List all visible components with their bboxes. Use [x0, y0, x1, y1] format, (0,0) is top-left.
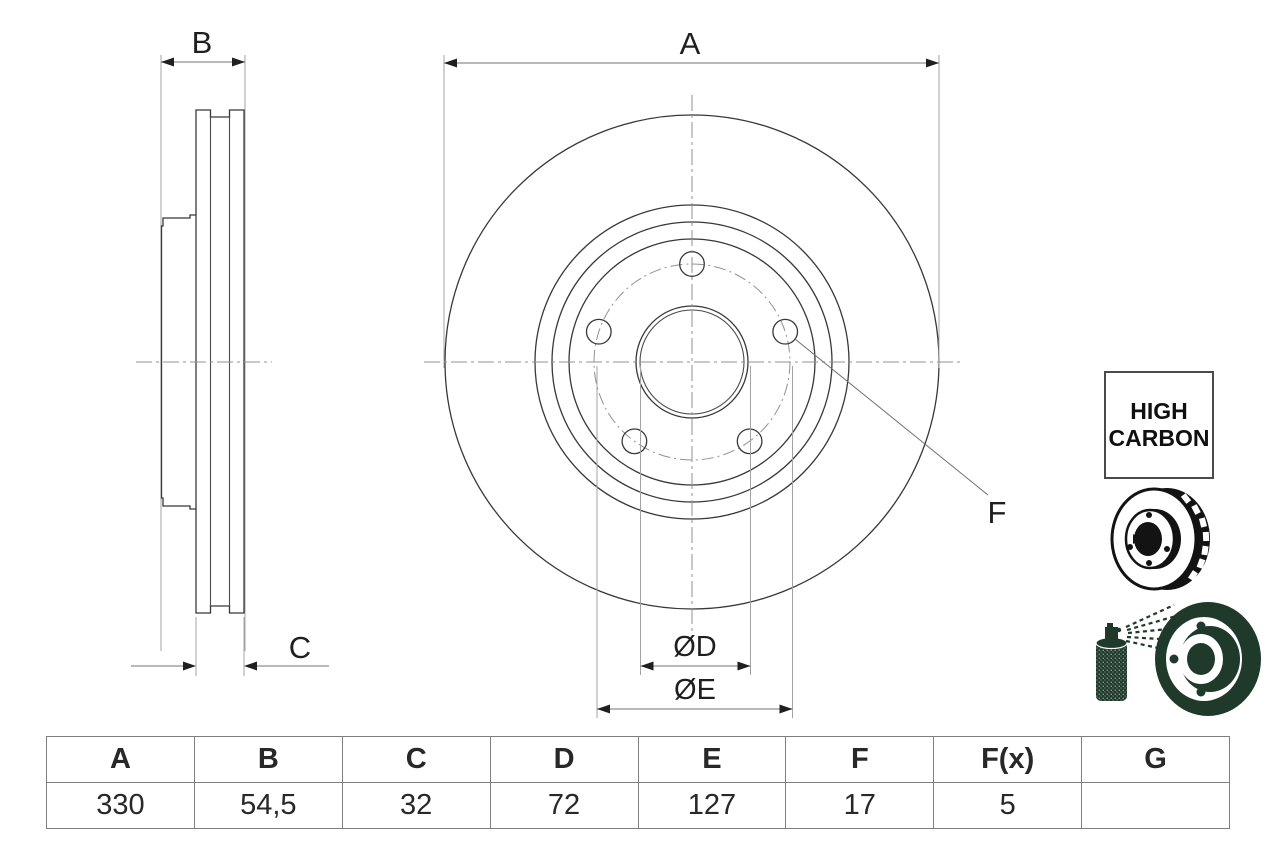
- side-view: [136, 55, 272, 651]
- table-header-cell: F: [785, 736, 935, 783]
- table-header-cell: B: [193, 736, 343, 783]
- dim-c-label: C: [289, 630, 311, 665]
- spray-can: [1095, 623, 1128, 701]
- table-header-cell: A: [46, 736, 195, 783]
- coated-disc: [1155, 602, 1261, 716]
- vented-brake-disc-icon: [1110, 487, 1210, 591]
- spray-mist: [1125, 604, 1179, 653]
- table-header-cell: E: [637, 736, 787, 783]
- bolt-hole: [621, 428, 648, 455]
- brake-disc-technical-drawing: B C: [131, 25, 1007, 718]
- table-value-cell: 17: [785, 782, 935, 829]
- table-header-cell: F(x): [933, 736, 1083, 783]
- table-header-cell: C: [341, 736, 491, 783]
- bolt-hole: [736, 428, 763, 455]
- table-value-cell: 5: [933, 782, 1083, 829]
- table-header-row: A B C D E F F(x) G: [46, 736, 1230, 783]
- dimension-f: F: [794, 338, 1007, 530]
- table-value-cell: 72: [489, 782, 639, 829]
- front-view: [424, 95, 962, 633]
- dimension-e: ØE: [596, 366, 793, 718]
- dimension-d: ØD: [640, 366, 751, 675]
- dim-a-label: A: [680, 26, 701, 61]
- table-value-cell: 127: [637, 782, 787, 829]
- table-value-row: 330 54,5 32 72 127 17 5: [46, 782, 1230, 829]
- dim-f-label: F: [988, 495, 1007, 530]
- table-value-cell: [1081, 782, 1230, 829]
- dimension-table: A B C D E F F(x) G 330 54,5 32 72 127 17…: [46, 736, 1230, 829]
- dim-b-label: B: [192, 25, 213, 60]
- dim-e-label: ØE: [674, 674, 716, 706]
- dimension-b: B: [161, 25, 245, 67]
- table-value-cell: 54,5: [193, 782, 343, 829]
- spray-coating-icon: [1095, 602, 1261, 716]
- badge-line-2: CARBON: [1108, 425, 1210, 451]
- table-value-cell: 330: [46, 782, 195, 829]
- bolt-hole: [772, 318, 799, 345]
- table-value-cell: 32: [341, 782, 491, 829]
- dim-d-label: ØD: [673, 631, 717, 663]
- bolt-hole: [585, 318, 612, 345]
- table-header-cell: G: [1081, 736, 1230, 783]
- badge-line-1: HIGH: [1130, 397, 1188, 424]
- table-header-cell: D: [489, 736, 639, 783]
- dimension-c: C: [131, 617, 329, 676]
- dimension-a: A: [443, 26, 940, 368]
- high-carbon-badge: HIGH CARBON: [1104, 371, 1214, 479]
